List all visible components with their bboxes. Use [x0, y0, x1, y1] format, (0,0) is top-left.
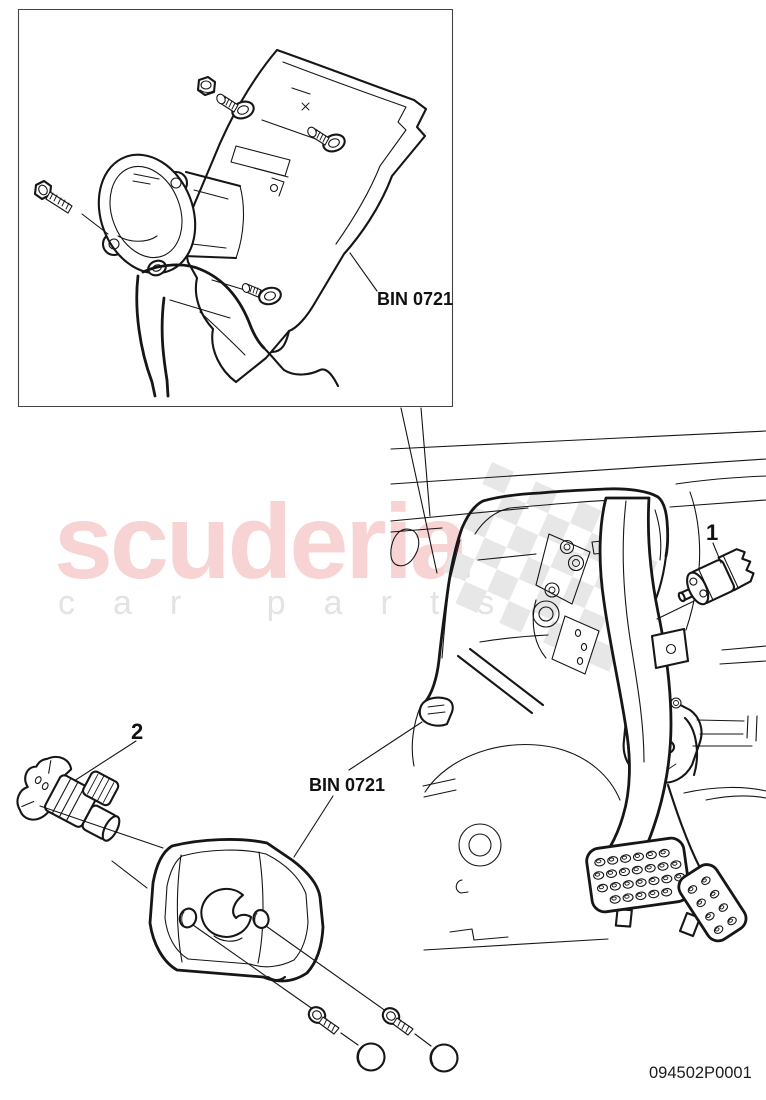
- brake-light-switch-part-1: [677, 548, 755, 606]
- switch-face: [686, 571, 710, 606]
- switch-connector: [717, 548, 755, 592]
- panel-wire-loop: [390, 528, 420, 567]
- cap-plug: [356, 1042, 386, 1072]
- bin-main-leader-down: [293, 795, 334, 858]
- pedal-bracket-outline: [460, 487, 670, 558]
- screw-bolt: [307, 1006, 340, 1035]
- pedal-assembly-main-drawing: 1: [390, 430, 766, 951]
- bracket-foot: [418, 696, 454, 727]
- callout-1: 1: [706, 520, 718, 545]
- inset-pointer-lines: [400, 407, 438, 574]
- clutch-bracket-inset-drawing: [33, 48, 428, 398]
- sensor-flange: [16, 755, 73, 821]
- switch-leader-line: [656, 600, 695, 620]
- accelerator-pedal-pad: [677, 863, 748, 943]
- clevis-plate: [551, 615, 600, 675]
- stud-bolt-middle: [307, 126, 346, 153]
- bin-label-inset: BIN 0721: [377, 289, 453, 309]
- stud-bolt-bottom: [241, 283, 282, 306]
- brake-pedal-pad: [585, 836, 691, 928]
- inset-detail-box: BIN 0721: [17, 8, 454, 408]
- hex-bolt: [33, 179, 73, 214]
- hex-nut: [196, 75, 217, 97]
- bracket-plate: [184, 48, 428, 384]
- watermark-tagline-text: car parts: [58, 584, 532, 622]
- sensor-knob: [81, 770, 120, 807]
- callout-1-leader: [712, 542, 722, 564]
- grommet-center-hole: [200, 887, 253, 938]
- callout-2: 2: [131, 719, 143, 744]
- pedal-arm-inset: [135, 274, 157, 398]
- bolt-leader-line: [81, 213, 109, 235]
- sensor-part-2-group: 2 BIN 0721: [16, 719, 459, 1073]
- watermark-brand-text: scuderia: [54, 483, 470, 601]
- screw-bolt: [381, 1007, 414, 1036]
- part-number: 094502P0001: [649, 1064, 752, 1082]
- stud-bolt-top: [216, 93, 255, 120]
- inset-box-border: [17, 8, 454, 408]
- ink-root: BIN 0721: [16, 8, 766, 1082]
- clutch-switch-part-2: [16, 755, 121, 842]
- grommet-hole-left: [178, 907, 198, 929]
- switch-mount-tab: [650, 627, 690, 670]
- grommet-hole-right: [252, 909, 270, 929]
- grommet: [148, 838, 325, 983]
- bin-inset-leader-line: [349, 252, 378, 292]
- cap-plug: [429, 1043, 459, 1073]
- bin-main-leader-up: [348, 721, 423, 771]
- bin-label-main: BIN 0721: [309, 775, 385, 795]
